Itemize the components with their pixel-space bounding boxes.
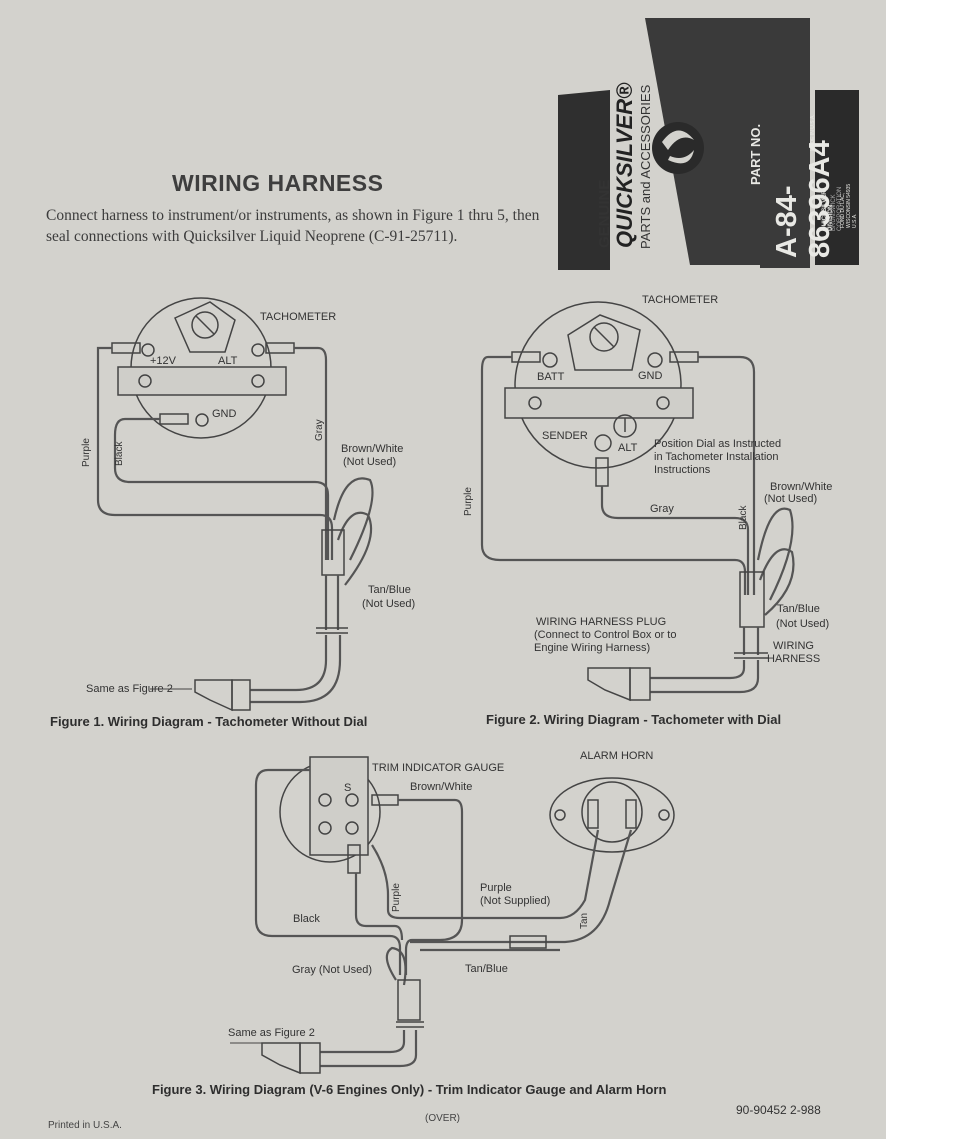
fig1-purple-label: Purple — [81, 438, 92, 467]
wiring-diagrams-art — [96, 18, 859, 1075]
figure-2-diagram — [480, 301, 795, 702]
fig2-plug-label-2: (Connect to Control Box or to — [534, 629, 677, 641]
logo-division-3: FOND DU LAC, WISCONSIN 54935 U.S.A. — [840, 183, 858, 228]
fig3-s-label: S — [344, 782, 352, 794]
fig2-brown-white-label: Brown/White — [770, 481, 833, 493]
fig1-black-label: Black — [114, 441, 125, 466]
fig2-alt-label: ALT — [618, 442, 638, 454]
fig2-harness-label-2: HARNESS — [767, 653, 821, 665]
fig1-gray-label: Gray — [314, 419, 325, 441]
document-number: 90-90452 2-988 — [736, 1103, 821, 1117]
fig2-tan-blue-label: Tan/Blue — [777, 603, 820, 615]
fig2-position-dial-3: Instructions — [654, 464, 711, 476]
fig2-tachometer-label: TACHOMETER — [642, 294, 719, 306]
fig2-purple-label: Purple — [463, 487, 474, 516]
fig2-plug-label-1: WIRING HARNESS PLUG — [536, 616, 667, 628]
figure-1-diagram — [96, 297, 374, 712]
fig3-alarm-horn-label: ALARM HORN — [580, 750, 654, 762]
fig3-purple-label: Purple — [391, 883, 402, 912]
fig1-tan-blue-label: Tan/Blue — [368, 584, 411, 596]
fig2-gray-label: Gray — [650, 503, 674, 515]
fig2-plug-label-3: Engine Wiring Harness) — [534, 642, 651, 654]
fig1-brown-white-label: Brown/White — [341, 443, 404, 455]
fig3-brown-white-label: Brown/White — [410, 781, 473, 793]
intro-paragraph: Connect harness to instrument/or instrum… — [46, 207, 540, 245]
fig3-purple-ns-label-2: (Not Supplied) — [480, 895, 551, 907]
fig2-position-dial-1: Position Dial as Instructed — [654, 438, 782, 450]
fig3-black-label: Black — [293, 913, 320, 925]
page-title: WIRING HARNESS — [172, 170, 384, 196]
printed-in-usa: Printed in U.S.A. — [48, 1120, 122, 1131]
fig3-gray-not-used-label: Gray (Not Used) — [292, 964, 373, 976]
quicksilver-logo-art — [558, 18, 859, 270]
fig1-not-used-2-label: (Not Used) — [362, 598, 416, 610]
fig2-not-used-2-label: (Not Used) — [776, 618, 830, 630]
fig3-same-as-label: Same as Figure 2 — [228, 1027, 315, 1039]
fig2-gnd-label: GND — [638, 370, 663, 382]
fig1-not-used-1-label: (Not Used) — [343, 456, 397, 468]
logo-made-in: MADE IN U.S.A. — [810, 114, 816, 151]
fig1-12v-label: +12V — [150, 355, 176, 367]
fig1-tachometer-label: TACHOMETER — [260, 311, 337, 323]
fig2-not-used-1-label: (Not Used) — [764, 493, 818, 505]
over-label: (OVER) — [425, 1113, 460, 1124]
instruction-sheet: WIRING HARNESS Connect harness to instru… — [0, 0, 886, 1139]
fig3-trim-gauge-label: TRIM INDICATOR GAUGE — [372, 762, 505, 774]
fig2-black-label: Black — [738, 505, 749, 530]
fig3-tan-blue-label: Tan/Blue — [465, 963, 508, 975]
figure-2-caption: Figure 2. Wiring Diagram - Tachometer wi… — [486, 712, 782, 727]
fig2-batt-label: BATT — [537, 371, 565, 383]
figure-3-caption: Figure 3. Wiring Diagram (V-6 Engines On… — [152, 1082, 667, 1097]
fig1-alt-label: ALT — [218, 355, 238, 367]
fig2-sender-label: SENDER — [542, 430, 588, 442]
figure-1-caption: Figure 1. Wiring Diagram - Tachometer Wi… — [50, 714, 368, 729]
logo-part-number: A-84-86396A4 — [771, 140, 836, 258]
figure-3-diagram — [230, 756, 675, 1075]
fig2-position-dial-2: in Tachometer Installation — [654, 451, 779, 463]
fig1-same-as-label: Same as Figure 2 — [86, 683, 173, 695]
fig1-gnd-label: GND — [212, 408, 237, 420]
fig3-purple-ns-label-1: Purple — [480, 882, 512, 894]
fig2-harness-label-1: WIRING — [773, 640, 814, 652]
fig3-tan-label: Tan — [579, 912, 590, 929]
